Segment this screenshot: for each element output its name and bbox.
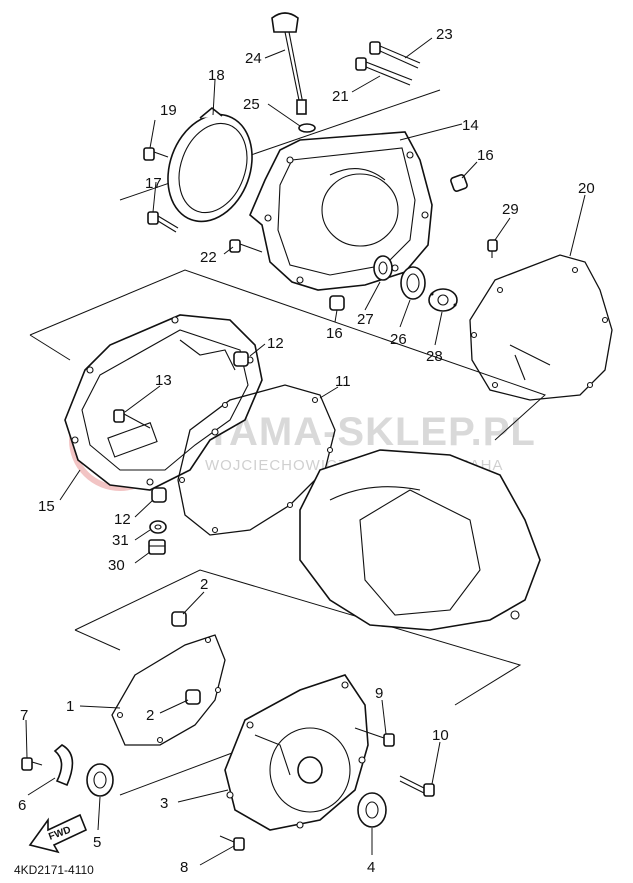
label-18: 18 xyxy=(208,67,225,84)
oil-seal-27 xyxy=(373,255,393,281)
dipstick-tip xyxy=(296,99,307,115)
dipstick-rod xyxy=(284,31,301,106)
gasket-1 xyxy=(111,634,226,746)
label-4: 4 xyxy=(367,859,375,876)
middle-plane-edge xyxy=(29,334,71,361)
dowel-16-upper xyxy=(450,174,468,192)
label-26: 26 xyxy=(390,331,407,348)
drain-plug-30 xyxy=(148,539,166,555)
label-6: 6 xyxy=(18,797,26,814)
dipstick-cap xyxy=(271,12,299,33)
label-15: 15 xyxy=(38,498,55,515)
bearing-26 xyxy=(400,266,426,300)
lower-plane-edge xyxy=(74,629,121,651)
label-7: 7 xyxy=(20,707,28,724)
middle-plane xyxy=(29,269,546,441)
dowel-2-lower xyxy=(185,689,201,705)
label-23: 23 xyxy=(436,26,453,43)
clutch-cover-14 xyxy=(249,131,433,291)
fwd-arrow-icon: FWD xyxy=(28,813,88,854)
label-16-lower: 16 xyxy=(326,325,343,342)
label-9: 9 xyxy=(375,685,383,702)
dowel-12-lower xyxy=(151,487,167,503)
bolt-10 xyxy=(399,775,435,797)
label-22: 22 xyxy=(200,249,217,266)
label-28: 28 xyxy=(426,348,443,365)
plate-28 xyxy=(428,288,458,312)
dipstick-24 xyxy=(271,12,307,115)
label-8: 8 xyxy=(180,859,188,876)
label-5: 5 xyxy=(93,834,101,851)
bolt-23 xyxy=(369,41,421,69)
bolt-13 xyxy=(113,409,151,429)
crankcase-block xyxy=(299,449,541,631)
label-29: 29 xyxy=(502,201,519,218)
label-3: 3 xyxy=(160,795,168,812)
oil-seal-5 xyxy=(86,763,114,797)
label-12-upper: 12 xyxy=(267,335,284,352)
label-25: 25 xyxy=(243,96,260,113)
bolt-9 xyxy=(354,727,395,747)
gasket-11 xyxy=(177,384,336,536)
watermark-main-text: YAMA-SKLEP.PL xyxy=(205,410,536,454)
oil-seal-4 xyxy=(357,792,387,828)
label-30: 30 xyxy=(108,557,125,574)
dowel-16-lower xyxy=(329,295,345,311)
bolt-19 xyxy=(143,147,169,161)
bolt-29 xyxy=(487,239,498,258)
label-13: 13 xyxy=(155,372,172,389)
label-21: 21 xyxy=(332,88,349,105)
bolt-22 xyxy=(229,239,263,253)
label-1: 1 xyxy=(66,698,74,715)
label-24: 24 xyxy=(245,50,262,67)
label-17: 17 xyxy=(145,175,162,192)
label-20: 20 xyxy=(578,180,595,197)
label-12-lower: 12 xyxy=(114,511,131,528)
leader-lines xyxy=(25,37,586,866)
bolt-8 xyxy=(219,835,245,851)
bolt-17 xyxy=(147,211,179,233)
lower-plane-front xyxy=(119,749,241,796)
inspection-cover-18 xyxy=(167,106,253,223)
dipstick-rod-2 xyxy=(288,31,304,105)
oring-25 xyxy=(298,123,316,133)
label-19: 19 xyxy=(160,102,177,119)
bolt-21 xyxy=(355,57,413,86)
part-labels: 24 25 18 19 17 23 21 14 16 20 29 22 16 2… xyxy=(18,26,595,876)
crankcase-cover-15 xyxy=(64,314,263,491)
gasket-20 xyxy=(469,254,613,401)
label-27: 27 xyxy=(357,311,374,328)
label-10: 10 xyxy=(432,727,449,744)
generator-cover-3 xyxy=(224,674,369,831)
label-31: 31 xyxy=(112,532,129,549)
label-14: 14 xyxy=(462,117,479,134)
label-16-upper: 16 xyxy=(477,147,494,164)
label-11: 11 xyxy=(335,373,351,390)
washer-31 xyxy=(149,520,167,534)
label-2-upper: 2 xyxy=(200,576,208,593)
bracket-6 xyxy=(53,744,74,787)
dowel-2-upper xyxy=(171,611,187,627)
dowel-12-upper xyxy=(233,351,249,367)
label-2-lower: 2 xyxy=(146,707,154,724)
bolt-7 xyxy=(21,757,43,771)
drawing-code: 4KD2171-4110 xyxy=(14,863,94,877)
